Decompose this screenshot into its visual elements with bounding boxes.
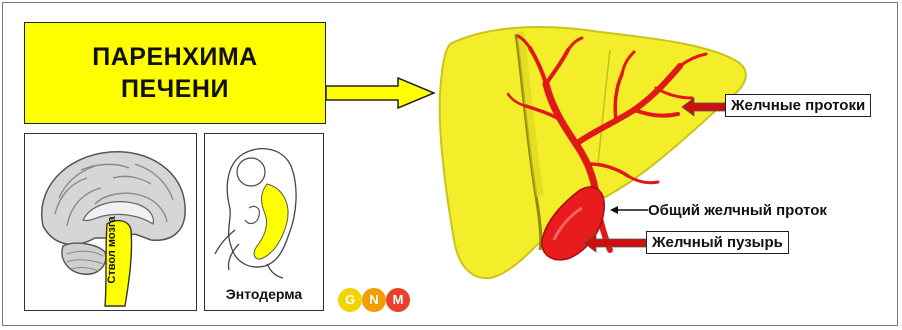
brain-panel: Ствол мозга <box>24 133 197 311</box>
title-line-1: ПАРЕНХИМА <box>92 41 257 73</box>
logo-letter-m: M <box>386 288 410 312</box>
bile-ducts-arrow <box>680 96 730 118</box>
endoderm-caption: Энтодерма <box>205 286 323 302</box>
gallbladder-arrow <box>582 232 648 254</box>
title-line-2: ПЕЧЕНИ <box>121 73 229 105</box>
title-box: ПАРЕНХИМА ПЕЧЕНИ <box>24 22 326 124</box>
common-bile-duct-label: Общий желчный проток <box>648 202 827 219</box>
gnm-logo: G N M <box>338 288 413 314</box>
gallbladder-label: Желчный пузырь <box>646 231 789 254</box>
embryo-panel: Энтодерма <box>204 133 324 311</box>
bile-ducts-label: Желчные протоки <box>725 94 871 117</box>
logo-letter-g: G <box>338 288 362 312</box>
common-bile-duct-pointer <box>610 204 650 216</box>
logo-letter-n: N <box>362 288 386 312</box>
yellow-arrow <box>326 76 441 116</box>
brain-stem-label: Ствол мозга <box>106 215 118 285</box>
